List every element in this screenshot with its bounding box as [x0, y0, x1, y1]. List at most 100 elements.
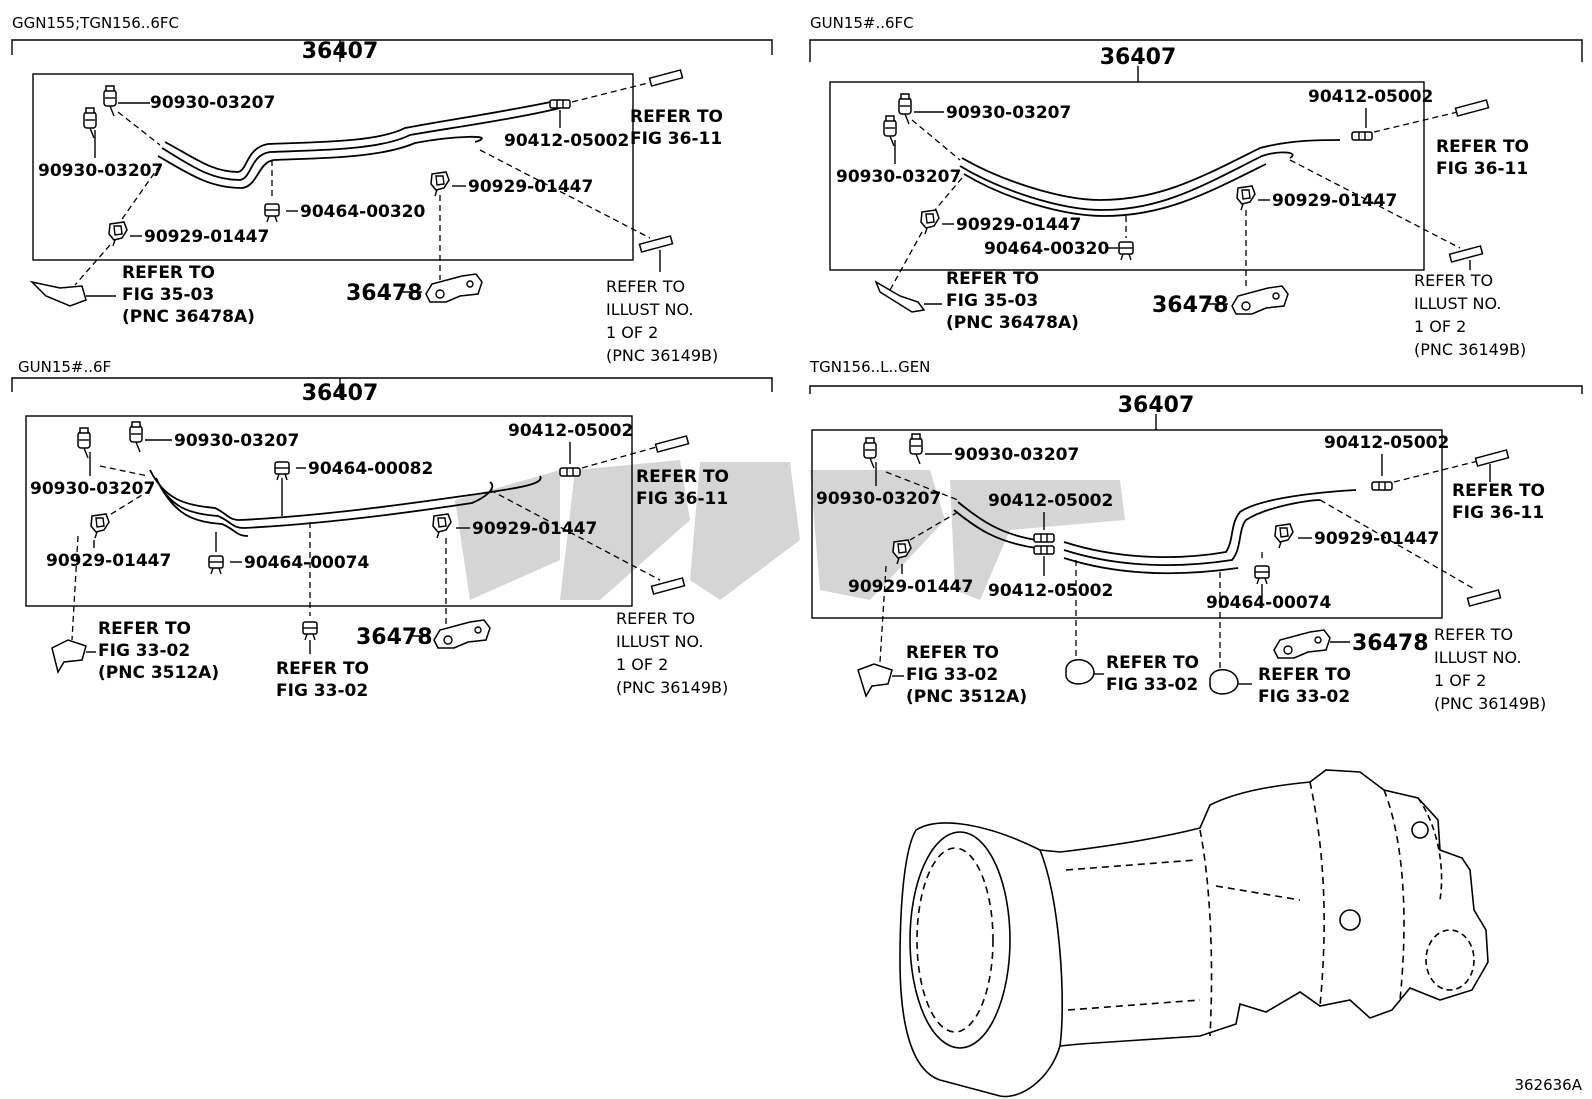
ref-illust-2: ILLUST NO. [616, 632, 703, 651]
union-icon [1033, 533, 1055, 543]
bracket-icon [425, 273, 483, 303]
label-clamp: 90464-00320 [300, 202, 426, 222]
ref-right-1: REFER TO [630, 107, 723, 127]
tube-end-icon [1466, 589, 1502, 607]
label-clip: 90929-01447 [1314, 529, 1439, 549]
ref-right-2: FIG 36-11 [630, 129, 722, 149]
bleeder-plug-icon [83, 107, 97, 139]
tube-end-icon [648, 69, 684, 87]
label-union: 90412-05002 [1324, 433, 1449, 453]
panel-gun15-6fc: GUN15#..6FC 36407 90930-03207 90930-0320… [809, 14, 1583, 359]
bleeder-plug-icon [77, 427, 91, 459]
ref-left-2: FIG 33-02 [906, 665, 998, 685]
assembly-number: 36407 [302, 381, 379, 406]
assembly-frame [811, 429, 1443, 619]
bleeder-plug-icon [129, 421, 143, 453]
bracket-icon [1231, 285, 1289, 315]
tube-end-icon [1474, 449, 1510, 467]
label-clip: 90929-01447 [472, 519, 597, 539]
ref-mid-a-2: FIG 33-02 [1106, 675, 1198, 695]
ref-illust-4: (PNC 36149B) [606, 346, 718, 365]
tube-clamp-icon [274, 461, 290, 481]
tube-clamp-icon [264, 203, 280, 223]
tube-end-icon [1448, 245, 1484, 263]
assembly-number: 36407 [1100, 45, 1177, 70]
ref-illust-2: ILLUST NO. [1414, 294, 1501, 313]
union-icon [1033, 545, 1055, 555]
bracket-icon [433, 619, 491, 649]
ref-left-3: (PNC 36478A) [946, 313, 1079, 333]
label-bracket: 36478 [346, 281, 423, 306]
label-clamp: 90464-00082 [308, 459, 433, 479]
union-icon [1351, 131, 1373, 141]
hose-clip-icon [108, 221, 128, 247]
bleeder-plug-icon [883, 115, 897, 147]
ref-left-2: FIG 35-03 [946, 291, 1038, 311]
assembly-number: 36407 [302, 39, 379, 64]
ref-mid-b-2: FIG 33-02 [1258, 687, 1350, 707]
label-clamp: 90464-00074 [1206, 593, 1332, 613]
ref-left-1: REFER TO [906, 643, 999, 663]
label-clamp: 90464-00320 [984, 239, 1110, 259]
bracket-icon [857, 663, 893, 698]
hose-clip-icon [920, 209, 940, 235]
panel-caption: GUN15#..6F [18, 358, 111, 376]
ref-illust-1: REFER TO [1414, 271, 1493, 290]
label-hose-end: 90930-03207 [174, 431, 299, 451]
label-union: 90412-05002 [988, 581, 1113, 601]
ref-illust-1: REFER TO [1434, 625, 1513, 644]
tube-end-icon [1454, 99, 1490, 117]
ref-right-1: REFER TO [1452, 481, 1545, 501]
bracket-icon [29, 280, 87, 307]
label-clip: 90929-01447 [1272, 191, 1397, 211]
ref-left-1: REFER TO [98, 619, 191, 639]
ref-left-3: (PNC 3512A) [98, 663, 219, 683]
tube-end-icon [654, 435, 690, 453]
panel-gun15-6f: GUN15#..6F 36407 90930-03207 90930-03207… [11, 358, 773, 701]
hose-clip-icon [430, 171, 450, 197]
label-hose-end: 90930-03207 [946, 103, 1071, 123]
label-bracket: 36478 [1352, 631, 1429, 656]
assembly-frame [25, 415, 633, 607]
label-clip: 90929-01447 [46, 551, 171, 571]
ref-illust-3: 1 OF 2 [1414, 317, 1466, 336]
ref-right-1: REFER TO [636, 467, 729, 487]
label-hose-end: 90930-03207 [836, 167, 961, 187]
panel-caption: TGN156..L..GEN [809, 358, 930, 376]
union-icon [549, 99, 571, 109]
bleeder-plug-icon [898, 93, 912, 125]
label-union: 90412-05002 [508, 421, 633, 441]
tube-end-icon [650, 577, 686, 595]
watermark-logo-icon [455, 460, 1125, 600]
bleeder-plug-icon [103, 85, 117, 117]
union-icon [559, 467, 581, 477]
label-clip: 90929-01447 [848, 577, 973, 597]
hose-clip-icon [1274, 523, 1294, 549]
label-union: 90412-05002 [504, 131, 629, 151]
panel-caption: GGN155;TGN156..6FC [12, 14, 179, 32]
bracket-icon [51, 639, 87, 674]
tube-clamp-icon [1065, 659, 1095, 685]
ref-mid-a-1: REFER TO [1106, 653, 1199, 673]
ref-illust-4: (PNC 36149B) [1434, 694, 1546, 713]
bleeder-plug-icon [863, 437, 877, 469]
label-union: 90412-05002 [988, 491, 1113, 511]
label-bracket: 36478 [1152, 293, 1229, 318]
bleeder-plug-icon [909, 433, 923, 465]
ref-illust-1: REFER TO [606, 277, 685, 296]
ref-illust-3: 1 OF 2 [606, 323, 658, 342]
ref-left-1: REFER TO [122, 263, 215, 283]
panel-ggn155: GGN155;TGN156..6FC 36407 90930-03207 909… [11, 14, 773, 365]
union-icon [1371, 481, 1393, 491]
label-clip: 90929-01447 [144, 227, 269, 247]
illustration-id: 362636A [1514, 1076, 1582, 1094]
label-clip: 90929-01447 [468, 177, 593, 197]
bracket-icon [1273, 629, 1331, 659]
ref-mid-2: FIG 33-02 [276, 681, 368, 701]
bracket-icon [874, 280, 926, 313]
tube-clamp-icon [208, 555, 224, 575]
ref-left-2: FIG 35-03 [122, 285, 214, 305]
panel-tgn156-gen: TGN156..L..GEN 36407 90930-03207 90930-0… [809, 358, 1583, 713]
panel-caption: GUN15#..6FC [810, 14, 914, 32]
